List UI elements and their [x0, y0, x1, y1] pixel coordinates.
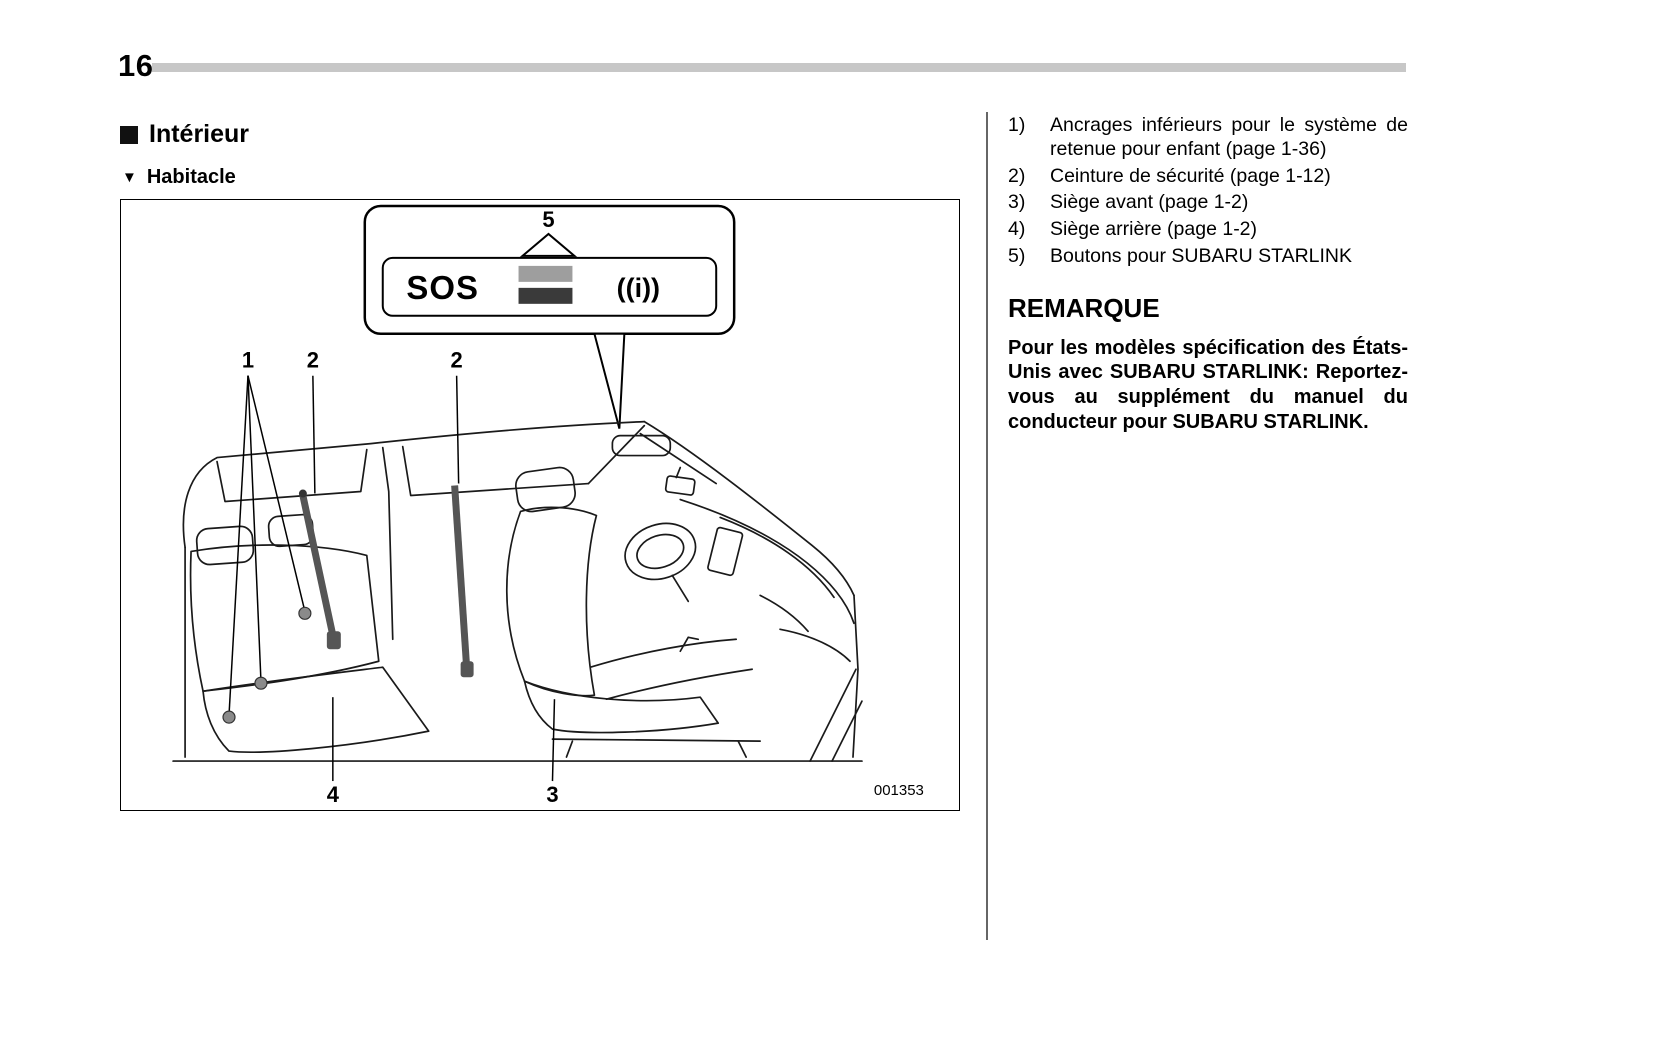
- callout-4-label: 4: [327, 782, 340, 807]
- legend-item-number: 3): [1008, 191, 1026, 214]
- subsection-heading-habitacle: ▼ Habitacle: [122, 166, 236, 189]
- door-frame: [779, 628, 863, 762]
- remark-paragraph: Pour les modèles spécification des États…: [1008, 336, 1408, 434]
- legend-item-number: 1): [1008, 114, 1026, 136]
- front-edge-line: [852, 594, 859, 758]
- center-screen: [707, 526, 744, 577]
- info-signal-icon: ((i)): [617, 273, 660, 303]
- anchor-points: [222, 606, 312, 724]
- button-dark-icon: [518, 287, 573, 304]
- rear-belt-anchor: [298, 489, 307, 498]
- legend-item-number: 4): [1008, 218, 1026, 241]
- roof-line: [182, 420, 646, 549]
- center-belt-buckle: [460, 661, 474, 678]
- dashboard: [679, 498, 855, 633]
- legend-item: 2) Ceinture de sécurité (page 1-12): [1008, 165, 1408, 189]
- legend-item-text: Siège arrière (page 1-2): [1050, 218, 1258, 241]
- legend-column: 1) Ancrages inférieurs pour le système d…: [1008, 114, 1408, 435]
- legend-item: 1) Ancrages inférieurs pour le système d…: [1008, 114, 1408, 162]
- section-title: Intérieur: [149, 120, 250, 148]
- legend-item-text: Ceinture de sécurité (page 1-12): [1050, 164, 1331, 187]
- section-heading-interieur: Intérieur: [120, 120, 249, 149]
- legend-item-text: Siège avant (page 1-2): [1050, 191, 1249, 214]
- overhead-console: [611, 434, 672, 457]
- windshield-line: [643, 420, 855, 597]
- legend-item-text: Ancrages inférieurs pour le système de r…: [1050, 114, 1408, 160]
- seat-belts: [298, 485, 474, 678]
- legend-item: 4) Siège arrière (page 1-2): [1008, 218, 1408, 242]
- center-console: [589, 636, 753, 701]
- inset-pointer: [593, 332, 626, 429]
- legend-item: 5) Boutons pour SUBARU STARLINK: [1008, 245, 1408, 269]
- car-interior-diagram: 5 SOS ((i)): [172, 204, 924, 807]
- callout-1-label: 1: [242, 348, 254, 373]
- steering-wheel: [624, 522, 697, 603]
- legend-item-number: 5): [1008, 244, 1026, 267]
- callout-2b-label: 2: [451, 348, 463, 373]
- page-header-rule: [152, 63, 1406, 72]
- legend-item-number: 2): [1008, 164, 1026, 187]
- callout-3-label: 3: [546, 782, 558, 807]
- page-number: 16: [118, 48, 154, 83]
- callout-5-label: 5: [542, 207, 554, 232]
- remark-heading: REMARQUE: [1008, 292, 1160, 323]
- up-arrow-icon: [519, 232, 578, 257]
- center-seat-belt: [451, 485, 471, 668]
- square-bullet-icon: [120, 125, 138, 144]
- front-seat: [505, 466, 761, 758]
- rearview-mirror: [664, 475, 696, 496]
- callout-leaders: [228, 375, 556, 782]
- car-line-art: [172, 420, 863, 762]
- callout-2a-label: 2: [307, 348, 319, 373]
- legend-item: 3) Siège avant (page 1-2): [1008, 191, 1408, 215]
- column-divider: [986, 112, 988, 940]
- starlink-inset: 5 SOS ((i)): [363, 204, 736, 429]
- rear-belt-buckle: [326, 631, 341, 650]
- legend-item-text: Boutons pour SUBARU STARLINK: [1050, 244, 1353, 267]
- button-light-icon: [518, 265, 573, 282]
- triangle-bullet-icon: ▼: [122, 169, 137, 186]
- subsection-title: Habitacle: [146, 166, 236, 188]
- interior-figure: 5 SOS ((i)): [120, 199, 960, 811]
- figure-code: 001353: [874, 782, 924, 799]
- sos-button-label: SOS: [406, 269, 479, 306]
- rear-seat-belt: [299, 494, 337, 637]
